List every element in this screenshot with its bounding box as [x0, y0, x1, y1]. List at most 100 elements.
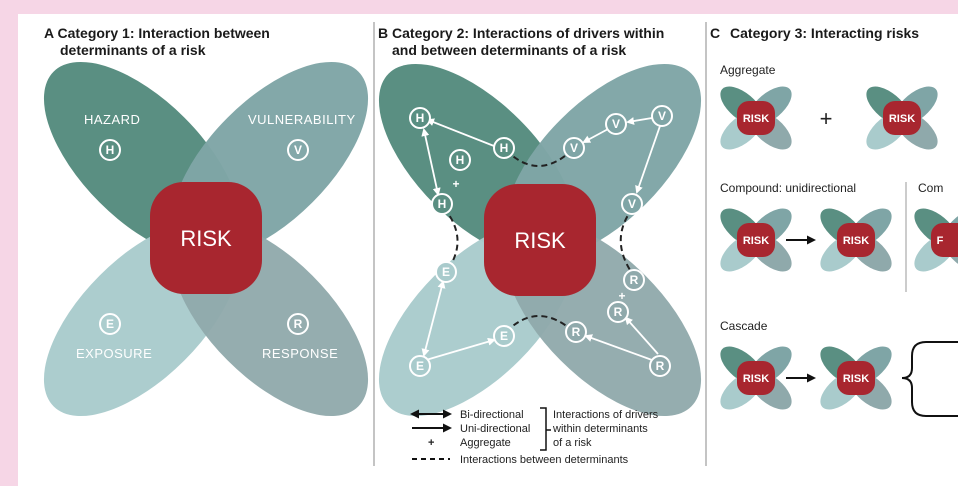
legend-bidirectional-label: Bi-directional: [460, 409, 524, 421]
risk-core: [150, 182, 262, 294]
b-node-r2: R: [607, 301, 629, 323]
b-node-h3: H: [493, 137, 515, 159]
panel-b-title-line1: Category 2: Interactions of drivers with…: [392, 25, 664, 41]
svg-text:R: R: [656, 359, 665, 373]
svg-text:RISK: RISK: [743, 235, 769, 247]
svg-text:E: E: [500, 329, 508, 343]
svg-text:V: V: [570, 141, 578, 155]
legend-unidirectional-label: Uni-directional: [460, 423, 530, 435]
svg-text:V: V: [612, 117, 620, 131]
svg-text:H: H: [416, 111, 425, 125]
svg-text:F: F: [937, 235, 944, 247]
aggregate-risk-1: RISK: [713, 79, 799, 157]
aggregate-plus: +: [820, 106, 833, 131]
compound-risk-1: RISK: [713, 201, 799, 279]
arrow-r1-r2: [624, 316, 659, 355]
legend-within-line1: Interactions of drivers: [553, 409, 659, 421]
arrow-v1-v2: [626, 117, 653, 125]
panel-a-title-line1: Category 1: Interaction between: [57, 25, 269, 41]
b-node-r4: R: [623, 269, 645, 291]
svg-text:E: E: [416, 359, 424, 373]
legend-aggregate-label: Aggregate: [460, 437, 511, 449]
exposure-label: EXPOSURE: [76, 346, 152, 361]
b-node-v4: V: [621, 193, 643, 215]
vulnerability-node: V: [287, 139, 309, 161]
compound-risk-2: RISK: [813, 201, 899, 279]
response-node: R: [287, 313, 309, 335]
cascade-risk-2: RISK: [813, 339, 899, 417]
panel-a-title-line2: determinants of a risk: [60, 42, 206, 58]
panel-c-letter: C: [710, 25, 720, 41]
b-node-e2: E: [435, 261, 457, 283]
b-node-h2: H: [449, 149, 471, 171]
svg-text:RISK: RISK: [843, 235, 869, 247]
svg-text:H: H: [500, 141, 509, 155]
b-node-v2: V: [605, 113, 627, 135]
panel-a-letter: A: [44, 25, 54, 41]
panel-a: A Category 1: Interaction between determ…: [43, 25, 369, 417]
legend-within-line2: within determinants: [552, 423, 648, 435]
svg-text:R: R: [572, 325, 581, 339]
legend-between-label: Interactions between determinants: [460, 454, 629, 466]
compound-cut-label: Com: [918, 181, 943, 195]
compound-label: Compound: unidirectional: [720, 181, 856, 195]
svg-text:E: E: [442, 265, 450, 279]
arrow-e2-e1: [421, 280, 446, 357]
svg-text:RISK: RISK: [743, 373, 769, 385]
b-node-e1: E: [409, 355, 431, 377]
b-node-e3: E: [493, 325, 515, 347]
b-node-h1: H: [409, 107, 431, 129]
svg-text:RISK: RISK: [843, 373, 869, 385]
svg-text:B Category 2: Interactions of: B Category 2: Interactions of drivers wi…: [378, 25, 664, 41]
svg-text:R: R: [614, 305, 623, 319]
cascade-label: Cascade: [720, 319, 768, 333]
svg-text:R: R: [630, 273, 639, 287]
panel-b: B Category 2: Interactions of drivers wi…: [378, 25, 702, 466]
panel-c-title: Category 3: Interacting risks: [730, 25, 919, 41]
svg-text:A Category 1: Interaction betw: A Category 1: Interaction between: [44, 25, 270, 41]
compound-risk-cut: F: [907, 201, 958, 279]
hazard-label: HAZARD: [84, 112, 140, 127]
panel-b-letter: B: [378, 25, 388, 41]
svg-text:E: E: [106, 317, 114, 331]
b-risk-core: [484, 184, 596, 296]
svg-text:C Category 3: Interacting risk: C Category 3: Interacting risks: [710, 25, 919, 41]
b-legend: Bi-directional Uni-directional + Aggrega…: [410, 407, 659, 466]
b-plus-r: +: [618, 289, 625, 303]
svg-text:RISK: RISK: [743, 113, 769, 125]
aggregate-label: Aggregate: [720, 63, 776, 77]
b-node-r1: R: [649, 355, 671, 377]
legend-plus: +: [428, 437, 434, 449]
dashed-v-r: [619, 207, 635, 277]
arrow-h3-h1: [426, 118, 495, 147]
legend-bracket: [540, 407, 551, 451]
b-node-r3: R: [565, 321, 587, 343]
risk-label: RISK: [180, 226, 232, 251]
b-node-v1: V: [651, 105, 673, 127]
arrow-v1-v4: [635, 125, 661, 194]
arrow-v2-v3: [582, 127, 611, 143]
svg-text:H: H: [456, 153, 465, 167]
svg-text:V: V: [294, 143, 302, 157]
svg-text:H: H: [438, 197, 447, 211]
cascade-brace: [901, 341, 927, 417]
arrow-h1-h4: [421, 128, 441, 196]
b-node-h4: H: [431, 193, 453, 215]
vulnerability-label: VULNERABILITY: [248, 112, 356, 127]
b-node-v3: V: [563, 137, 585, 159]
aggregate-risk-2: RISK: [859, 79, 945, 157]
cascade-risk-1: RISK: [713, 339, 799, 417]
svg-text:V: V: [628, 197, 636, 211]
hazard-node: H: [99, 139, 121, 161]
response-label: RESPONSE: [262, 346, 338, 361]
b-plus-h: +: [452, 177, 459, 191]
legend-within-line3: of a risk: [553, 437, 592, 449]
panel-c: C Category 3: Interacting risks Aggregat…: [710, 25, 958, 417]
b-risk-label: RISK: [514, 228, 566, 253]
panel-b-title-line2: and between determinants of a risk: [392, 42, 626, 58]
svg-text:RISK: RISK: [889, 113, 915, 125]
svg-text:V: V: [658, 109, 666, 123]
arrow-e1-e3: [425, 337, 496, 361]
svg-text:R: R: [294, 317, 303, 331]
